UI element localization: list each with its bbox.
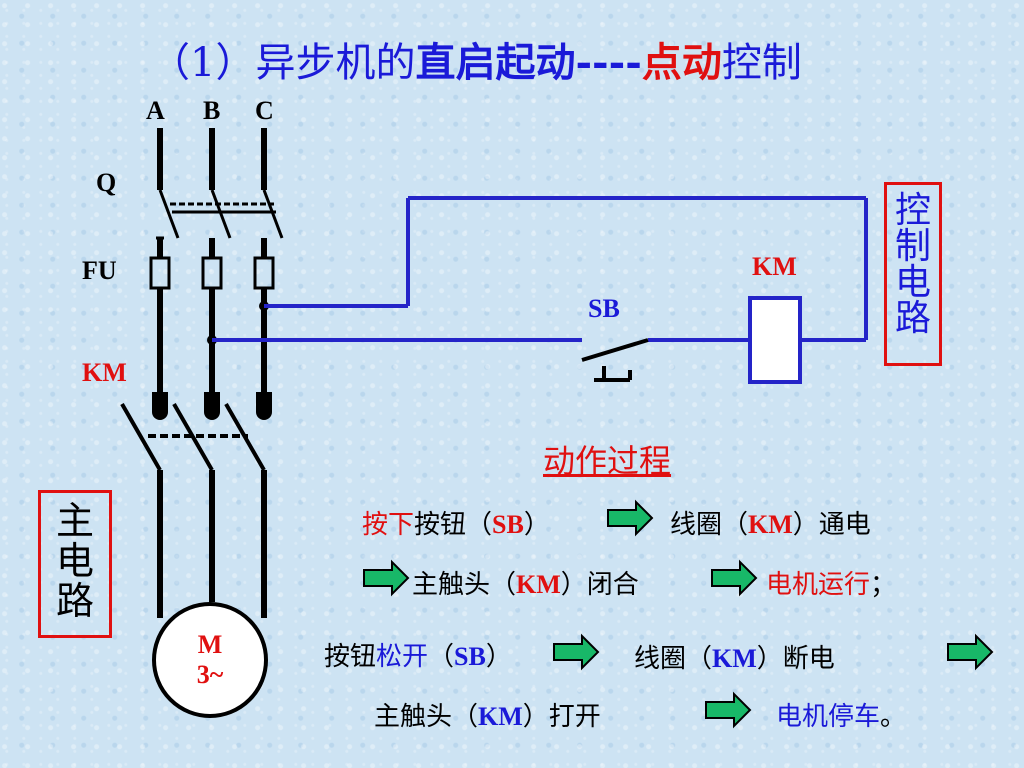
sb-label: SB (588, 294, 620, 323)
control-circuit-text: 控制电路 (895, 190, 932, 339)
motor-label: M (197, 630, 223, 659)
main-circuit-wires (157, 128, 267, 618)
phase-c-label: C (255, 96, 274, 125)
main-circuit-box: 主电路 (38, 490, 112, 638)
sb-pushbutton (581, 338, 649, 382)
km-main-label: KM (82, 358, 127, 387)
process-heading: 动作过程 (543, 442, 672, 480)
process-line-3: 按钮松开（SB） (324, 642, 512, 672)
page-title: （1）异步机的直启起动----点动控制 (150, 39, 802, 86)
fu-label: FU (82, 256, 117, 285)
process-arrows (363, 499, 994, 729)
motor: M 3~ (152, 602, 268, 718)
control-circuit-box: 控制电路 (884, 182, 942, 366)
process-line-4: 主触头（KM）打开 (374, 702, 601, 732)
phase-a-label: A (146, 96, 165, 125)
process-line-1: 按下按钮（SB） (362, 510, 550, 540)
process-line-4b: 电机停车。 (776, 702, 907, 732)
process-line-1b: 线圈（KM）通电 (670, 510, 871, 540)
km-coil-label: KM (752, 252, 797, 281)
phase-b-label: B (203, 96, 221, 125)
q-label: Q (96, 168, 117, 197)
motor-phase-label: 3~ (196, 660, 224, 689)
process-line-3b: 线圈（KM）断电 (634, 644, 835, 674)
process-line-2b: 电机运行； (766, 570, 897, 600)
fuses (149, 256, 275, 290)
main-circuit-text: 主电路 (56, 499, 95, 623)
km-main-contacts (152, 392, 272, 420)
process-line-2: 主触头（KM）闭合 (412, 570, 639, 600)
km-coil (748, 296, 802, 384)
control-circuit-wires (212, 196, 868, 342)
q-switch (156, 189, 284, 240)
